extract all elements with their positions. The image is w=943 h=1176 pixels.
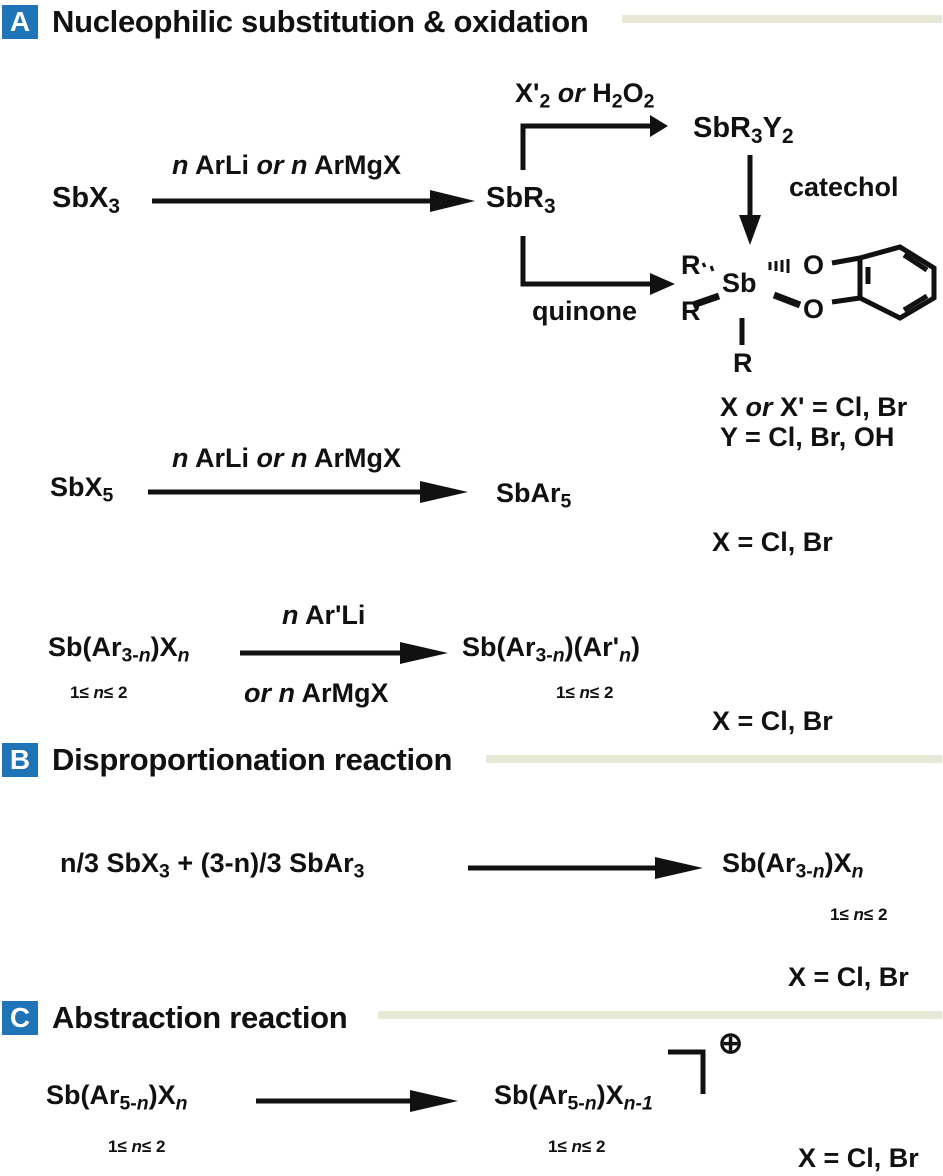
range-a3-reactant: 1≤ n≤ 2	[70, 683, 128, 702]
bond-sb-r-wedge	[691, 292, 721, 309]
section-badge-a: A	[2, 5, 38, 39]
reagent-a3-bottom: or n ArMgX	[244, 678, 389, 708]
atom-r-top: R	[681, 250, 701, 280]
hashed-bonds	[701, 259, 790, 273]
product-sbar5: SbAr5	[496, 478, 572, 513]
reactant-sb-ar3-n-xn: Sb(Ar3-n)Xn	[48, 632, 190, 667]
reactant-sbx5: SbX5	[50, 472, 114, 507]
arrowhead-a2	[420, 481, 468, 503]
range-b: 1≤ n≤ 2	[830, 905, 888, 924]
arrowhead-upper	[650, 115, 668, 137]
cation-bracket	[668, 1049, 706, 1094]
reagent-quinone: quinone	[532, 296, 637, 326]
conditions-a1-line2: Y = Cl, Br, OH	[720, 422, 895, 452]
section-title-c: Abstraction reaction	[52, 1000, 348, 1035]
section-a-rule	[622, 15, 942, 23]
reagent-catechol: catechol	[789, 172, 899, 202]
ring-double-1	[902, 252, 929, 273]
cation-charge-icon: ⊕	[718, 1027, 744, 1060]
section-b-header: B Disproportionation reaction	[0, 742, 452, 778]
bond-o-ring-bottom	[831, 295, 861, 305]
section-title-b: Disproportionation reaction	[52, 742, 453, 777]
range-c-product: 1≤ n≤ 2	[548, 1137, 606, 1156]
product-sb-ar3-n-arn: Sb(Ar3-n)(Ar'n)	[462, 632, 640, 667]
section-c-rule	[378, 1011, 942, 1019]
conditions-c: X = Cl, Br	[798, 1143, 919, 1173]
section-a-header: A Nucleophilic substitution & oxidation	[0, 4, 589, 40]
atom-r-bottom: R	[733, 348, 753, 378]
product-sbr3: SbR3	[486, 182, 556, 218]
section-b-rule	[486, 755, 942, 763]
range-c-reactant: 1≤ n≤ 2	[108, 1137, 166, 1156]
arrowhead-a3	[400, 642, 448, 664]
reactant-sbx3: SbX3	[52, 182, 121, 218]
reactant-c: Sb(Ar5-n)Xn	[46, 1080, 188, 1115]
bond-sb-o-wedge	[772, 291, 802, 309]
arrowhead-c	[410, 1090, 458, 1112]
reagent-upper: X'2 or H2O2	[515, 78, 655, 113]
section-title-a: Nucleophilic substitution & oxidation	[52, 4, 589, 39]
reactants-disproportionation: n/3 SbX3 + (3-n)/3 SbAr3	[60, 848, 365, 883]
section-badge-b: B	[2, 743, 38, 777]
conditions-a3: X = Cl, Br	[712, 706, 833, 736]
range-a3-product: 1≤ n≤ 2	[556, 683, 614, 702]
product-b: Sb(Ar3-n)Xn	[722, 848, 864, 883]
reagent-a1: n ArLi or n ArMgX	[172, 150, 402, 180]
reagent-a2: n ArLi or n ArMgX	[172, 443, 402, 473]
bond-o-ring-top	[831, 255, 861, 266]
arrowhead-lower	[650, 273, 675, 295]
product-c: Sb(Ar5-n)Xn-1	[494, 1080, 653, 1115]
arrowhead-b	[655, 857, 703, 879]
reagent-a3-top: n Ar'Li	[282, 600, 366, 630]
conditions-a2: X = Cl, Br	[712, 527, 833, 557]
atom-sb: Sb	[722, 268, 757, 298]
ring-double-2	[902, 293, 929, 313]
section-c-header: C Abstraction reaction	[0, 1000, 348, 1036]
product-sbr3y2: SbR3Y2	[693, 112, 794, 148]
conditions-a1-line1: X or X' = Cl, Br	[720, 392, 908, 422]
section-badge-c: C	[2, 1001, 38, 1035]
arrow-upper-branch	[520, 123, 660, 170]
conditions-b: X = Cl, Br	[788, 962, 909, 992]
atom-r-left: R	[681, 296, 701, 326]
benzene-ring	[857, 244, 937, 321]
arrowhead-a1	[430, 190, 475, 212]
arrow-lower-branch	[520, 236, 660, 287]
atom-o-top: O	[803, 250, 825, 280]
arrowhead-catechol	[739, 215, 761, 245]
atom-o-bottom: O	[803, 294, 825, 324]
